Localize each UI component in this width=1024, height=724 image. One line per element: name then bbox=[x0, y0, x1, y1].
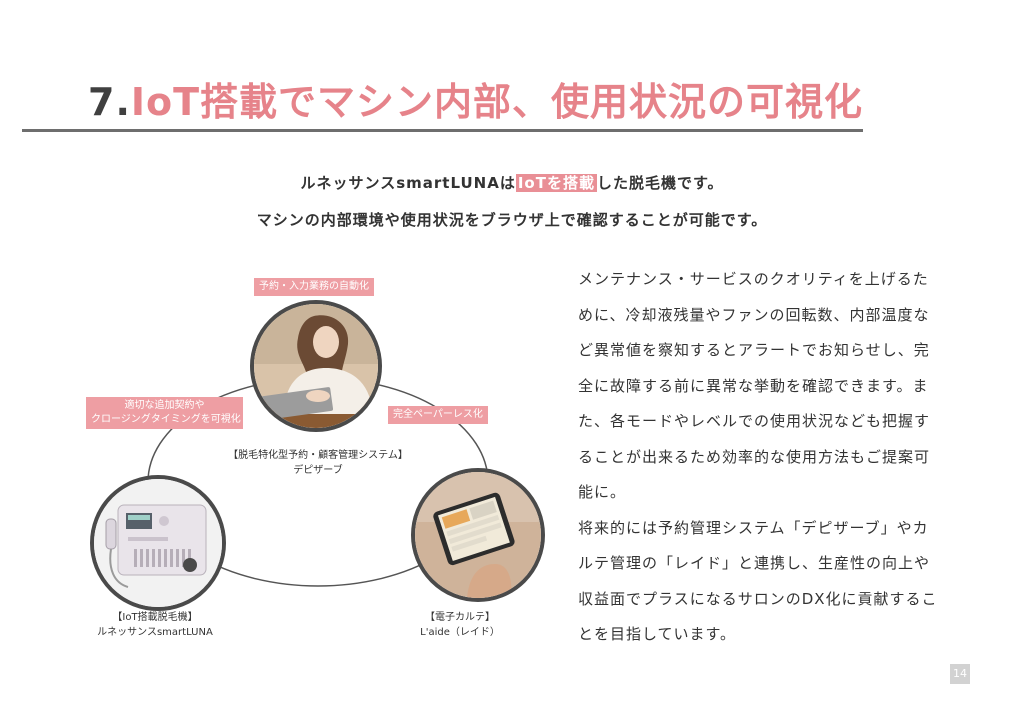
caption-depizabu: 【脱毛特化型予約・顧客管理システム】 デピザーブ bbox=[218, 448, 418, 478]
caption-left-line-1: 【IoT搭載脱毛機】 bbox=[112, 612, 198, 623]
page-title: 7.IoT搭載でマシン内部、使用状況の可視化 bbox=[88, 74, 863, 130]
caption-laide: 【電子カルテ】 L'aide（レイド） bbox=[395, 610, 525, 640]
lead-text-post: した脱毛機です。 bbox=[596, 174, 724, 192]
tag-automation: 予約・入力業務の自動化 bbox=[254, 278, 374, 296]
title-text: IoT搭載でマシン内部、使用状況の可視化 bbox=[130, 80, 864, 124]
smartluna-machine-photo bbox=[90, 475, 226, 611]
tag-left-line-1: 適切な追加契約や bbox=[124, 400, 205, 411]
page-number: 14 bbox=[950, 664, 970, 684]
caption-right-line-1: 【電子カルテ】 bbox=[425, 612, 495, 623]
electronic-chart-photo bbox=[411, 468, 545, 602]
caption-top-line-1: 【脱毛特化型予約・顧客管理システム】 bbox=[228, 450, 408, 461]
reservation-system-photo bbox=[250, 300, 382, 432]
description-paragraph-1: メンテナンス・サービスのクオリティを上げるために、冷却液残量やファンの回転数、内… bbox=[578, 270, 931, 501]
tag-left-line-2: クロージングタイミングを可視化 bbox=[91, 414, 241, 425]
lead-highlight: IoTを搭載 bbox=[515, 174, 597, 192]
title-underline bbox=[22, 129, 863, 132]
section-number: 7. bbox=[88, 80, 131, 124]
description-text: メンテナンス・サービスのクオリティを上げるために、冷却液残量やファンの回転数、内… bbox=[578, 262, 944, 653]
system-cycle-diagram: 予約・入力業務の自動化 適切な追加契約や クロージングタイミングを可視化 完全ペ… bbox=[0, 260, 560, 660]
lead-text-pre: ルネッサンスsmartLUNAは bbox=[300, 174, 516, 192]
caption-top-line-2: デピザーブ bbox=[293, 465, 343, 476]
lead-line-2: マシンの内部環境や使用状況をブラウザ上で確認することが可能です。 bbox=[256, 211, 768, 229]
caption-smartluna: 【IoT搭載脱毛機】 ルネッサンスsmartLUNA bbox=[70, 610, 240, 640]
caption-right-line-2: L'aide（レイド） bbox=[420, 627, 500, 638]
description-paragraph-2: 将来的には予約管理システム「デピザーブ」やカルテ管理の「レイド」と連携し、生産性… bbox=[578, 518, 938, 644]
caption-left-line-2: ルネッサンスsmartLUNA bbox=[97, 627, 213, 638]
tag-visualize-timing: 適切な追加契約や クロージングタイミングを可視化 bbox=[86, 397, 243, 429]
tag-paperless: 完全ペーパーレス化 bbox=[388, 406, 488, 424]
